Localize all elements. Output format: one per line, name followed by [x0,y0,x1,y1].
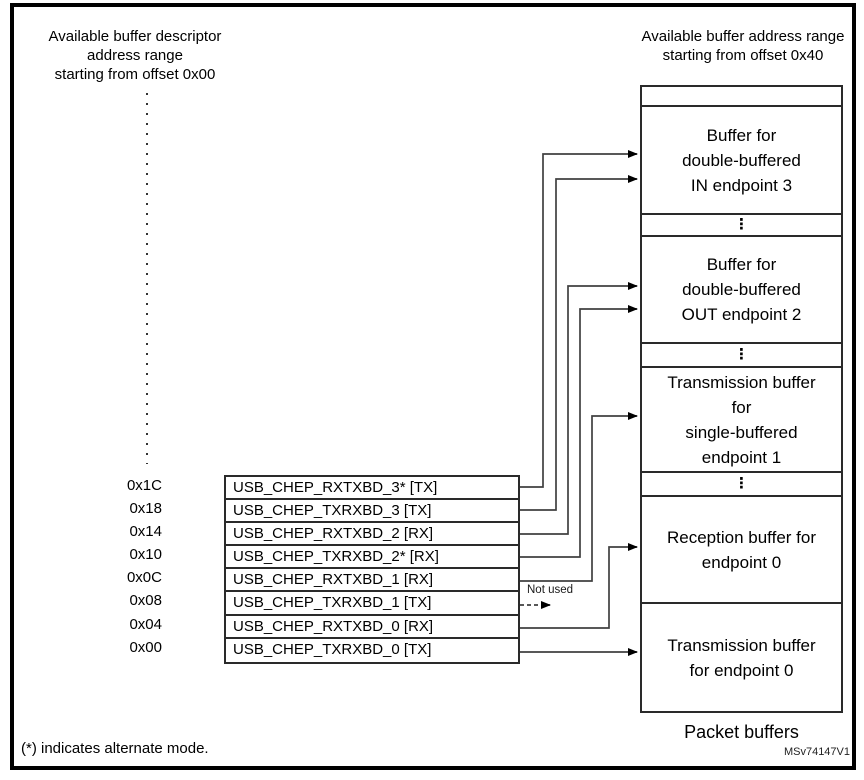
vertical-ellipsis: ⋮ [734,346,749,363]
vertical-ellipsis: ⋮ [734,216,749,233]
table-row: USB_CHEP_TXRXBD_2* [RX] [226,546,518,570]
buffer-segment-ellipsis: ⋮ [642,473,841,497]
left-header-line2: address range [87,47,183,64]
right-column-header: Available buffer address range starting … [628,27,858,65]
address-label: 0x10 [129,546,162,564]
buffer-label: Reception buffer for endpoint 0 [667,527,816,572]
not-used-label: Not used [527,584,574,596]
address-label: 0x00 [129,638,162,656]
address-label: 0x08 [129,592,162,610]
buffer-segment-ellipsis: ⋮ [642,344,841,368]
buffer-segment-out-endpoint-2: Buffer for double-buffered OUT endpoint … [642,237,841,344]
right-header-line2: starting from offset 0x40 [662,47,824,64]
table-row: USB_CHEP_TXRXBD_0 [TX] [233,640,432,658]
address-column: 0x1C 0x18 0x14 0x10 0x0C 0x08 0x04 0x00 [96,475,162,664]
table-row: USB_CHEP_TXRXBD_1 [TX] [226,592,518,616]
packet-buffers-caption: Packet buffers [684,722,799,742]
alternate-mode-footnote: (*) indicates alternate mode. [21,740,209,757]
address-label: 0x18 [129,500,162,518]
packet-buffer-column: Buffer for double-buffered IN endpoint 3… [640,85,843,713]
buffer-segment-spacer [642,87,841,107]
buffer-label: Transmission buffer for single-buffered … [667,372,816,467]
left-header-line1: Available buffer descriptor [48,28,222,45]
descriptor-range-dotted-line [146,93,148,464]
buffer-descriptor-table: USB_CHEP_RXTXBD_3* [TX] USB_CHEP_TXRXBD_… [224,475,520,664]
table-row: USB_CHEP_TXRXBD_3 [TX] [226,500,518,524]
address-label: 0x14 [129,523,162,541]
buffer-label: Buffer for double-buffered IN endpoint 3 [682,125,801,195]
address-label: 0x1C [126,477,162,494]
table-row: USB_CHEP_RXTXBD_3* [TX] [226,477,518,501]
address-label: 0x0C [126,569,162,587]
buffer-segment-ellipsis: ⋮ [642,215,841,237]
right-header-line1: Available buffer address range [641,28,845,45]
vertical-ellipsis: ⋮ [734,475,749,492]
buffer-label: Buffer for double-buffered OUT endpoint … [681,255,802,324]
table-row: USB_CHEP_RXTXBD_0 [RX] [226,616,518,639]
left-header-line3: starting from offset 0x00 [54,66,216,83]
table-row: USB_CHEP_RXTXBD_1 [RX] [226,569,518,593]
buffer-segment-in-endpoint-3: Buffer for double-buffered IN endpoint 3 [642,107,841,215]
left-column-header: Available buffer descriptor address rang… [20,27,250,84]
buffer-segment-tx-endpoint-0: Transmission buffer for endpoint 0 [642,604,841,711]
buffer-label: Transmission buffer for endpoint 0 [667,635,816,680]
table-row: USB_CHEP_RXTXBD_2 [RX] [226,523,518,547]
buffer-segment-rx-endpoint-0: Reception buffer for endpoint 0 [642,497,841,604]
address-label: 0x04 [129,615,162,633]
figure-watermark: MSv74147V1 [783,746,850,758]
buffer-segment-endpoint-1: Transmission buffer for single-buffered … [642,368,841,473]
figure-frame [10,3,856,770]
